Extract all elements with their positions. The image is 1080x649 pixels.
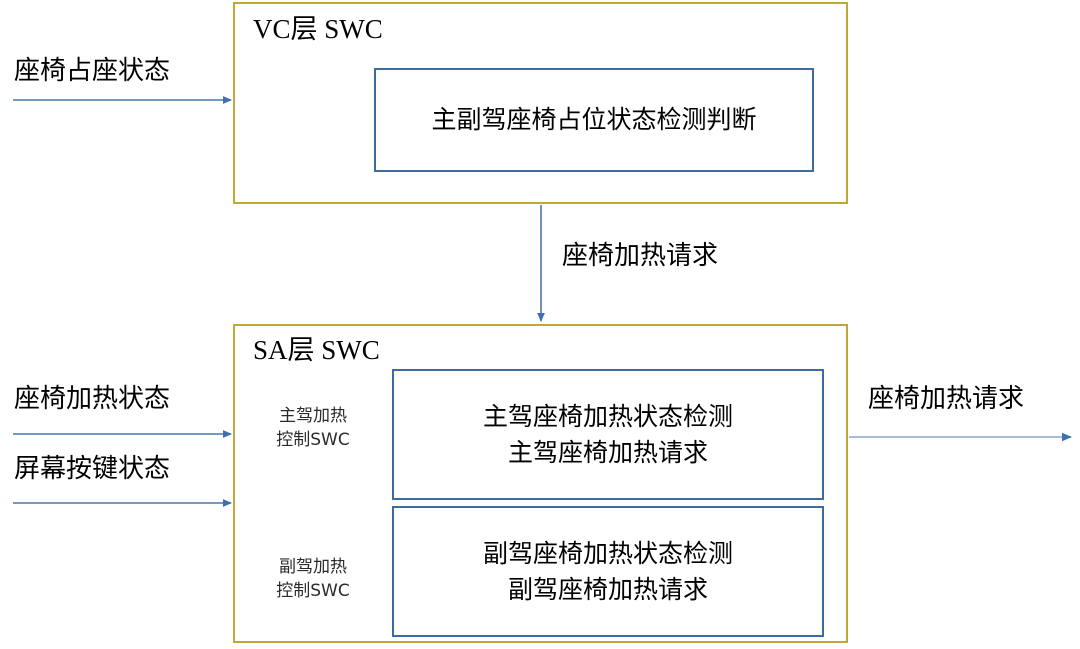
passenger-seat-heating-line-1: 副驾座椅加热状态检测 [482,539,733,568]
sa-layer-title: SA层 SWC [253,335,380,365]
driver-heat-control-swc-label: 主驾加热 控制SWC [258,405,368,453]
flow-label-heat-request-output: 座椅加热请求 [868,384,1025,414]
passenger-heat-control-swc-label-line-1: 副驾加热 [279,557,347,577]
vc-seat-occupancy-detection-line-1: 主副驾座椅占位状态检测判断 [431,105,757,135]
driver-seat-heating-box: 主驾座椅加热状态检测 主驾座椅加热请求 [392,369,824,500]
driver-seat-heating-line-1: 主驾座椅加热状态检测 [482,402,733,431]
vc-seat-occupancy-detection-box: 主副驾座椅占位状态检测判断 [374,68,814,172]
driver-heat-control-swc-label-line-1: 主驾加热 [279,406,347,426]
passenger-seat-heating-line-2: 副驾座椅加热请求 [507,574,708,604]
flow-label-heat-request-vc-to-sa: 座椅加热请求 [562,241,719,271]
flow-label-screen-key-status: 屏幕按键状态 [14,454,171,484]
driver-seat-heating-line-2: 主驾座椅加热请求 [507,437,708,467]
vc-layer-title: VC层 SWC [253,14,383,44]
passenger-seat-heating-box: 副驾座椅加热状态检测 副驾座椅加热请求 [392,506,824,637]
flow-label-seat-occupancy: 座椅占座状态 [14,56,171,86]
driver-heat-control-swc-label-line-2: 控制SWC [276,429,350,450]
flow-label-seat-heat-status: 座椅加热状态 [14,384,171,414]
passenger-heat-control-swc-label-line-2: 控制SWC [276,580,350,601]
passenger-heat-control-swc-label: 副驾加热 控制SWC [258,556,368,604]
